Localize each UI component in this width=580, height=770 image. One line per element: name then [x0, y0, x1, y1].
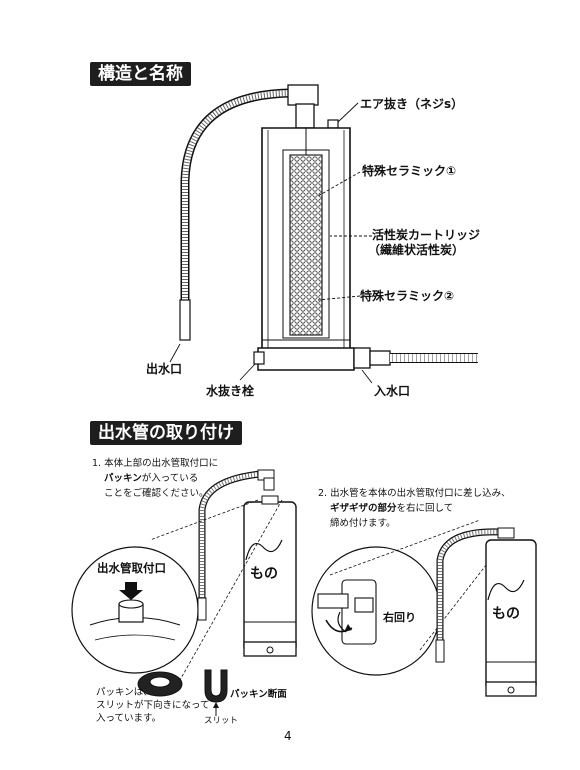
filter-unit-diagram	[179, 84, 478, 371]
step1-diagram: もの	[71, 469, 297, 716]
svg-text:もの: もの	[492, 606, 520, 622]
packing-note-line3: 入っています。	[96, 713, 162, 724]
step2-bold: ギザギザの部分	[330, 503, 397, 514]
slit-label: スリット	[204, 716, 239, 726]
page-number: 4	[284, 729, 292, 743]
step2-line2-rest: を右に回して	[396, 503, 454, 514]
step1-line3: ことをご確認ください。	[104, 488, 209, 499]
air-vent-label: エア抜き（ネジs）	[360, 97, 464, 111]
install-section-title: 出水管の取り付け	[90, 421, 242, 445]
inlet-label: 入水口	[374, 384, 411, 398]
step1-bold: パッキン	[104, 473, 142, 484]
port-label: 出水管取付口	[97, 561, 166, 575]
step1-line2: パッキンが入っている	[104, 472, 198, 486]
carbon-cartridge-label: 活性炭カートリッジ	[372, 228, 481, 242]
step2-diagram: もの	[311, 519, 537, 697]
ceramic2-label: 特殊セラミック②	[360, 289, 455, 303]
drain-plug-label: 水抜き栓	[206, 384, 255, 398]
structure-section-title: 構造と名称	[90, 62, 191, 86]
carbon-cartridge-sublabel: （繊維状活性炭）	[368, 243, 465, 257]
step1-line1: 1. 本体上部の出水管取付口に	[92, 458, 219, 469]
step1-line2-rest: が入っている	[141, 473, 199, 484]
packing-section-label: パッキン断面	[230, 689, 287, 700]
svg-text:もの: もの	[250, 566, 278, 582]
outlet-label: 出水口	[146, 362, 183, 376]
step2-line2: ギザギザの部分を右に回して	[330, 502, 453, 516]
packing-note-line1: パッキンは、	[96, 687, 153, 698]
step2-line1: 2. 出水管を本体の出水管取付口に差し込み、	[318, 488, 511, 499]
step2-line3: 締め付けます。	[330, 518, 396, 529]
packing-note-line2: スリットが下向きになって	[96, 700, 210, 711]
ceramic1-label: 特殊セラミック①	[362, 164, 457, 178]
rotate-right-label: 右回り	[383, 611, 416, 624]
leader-lines	[169, 102, 373, 384]
